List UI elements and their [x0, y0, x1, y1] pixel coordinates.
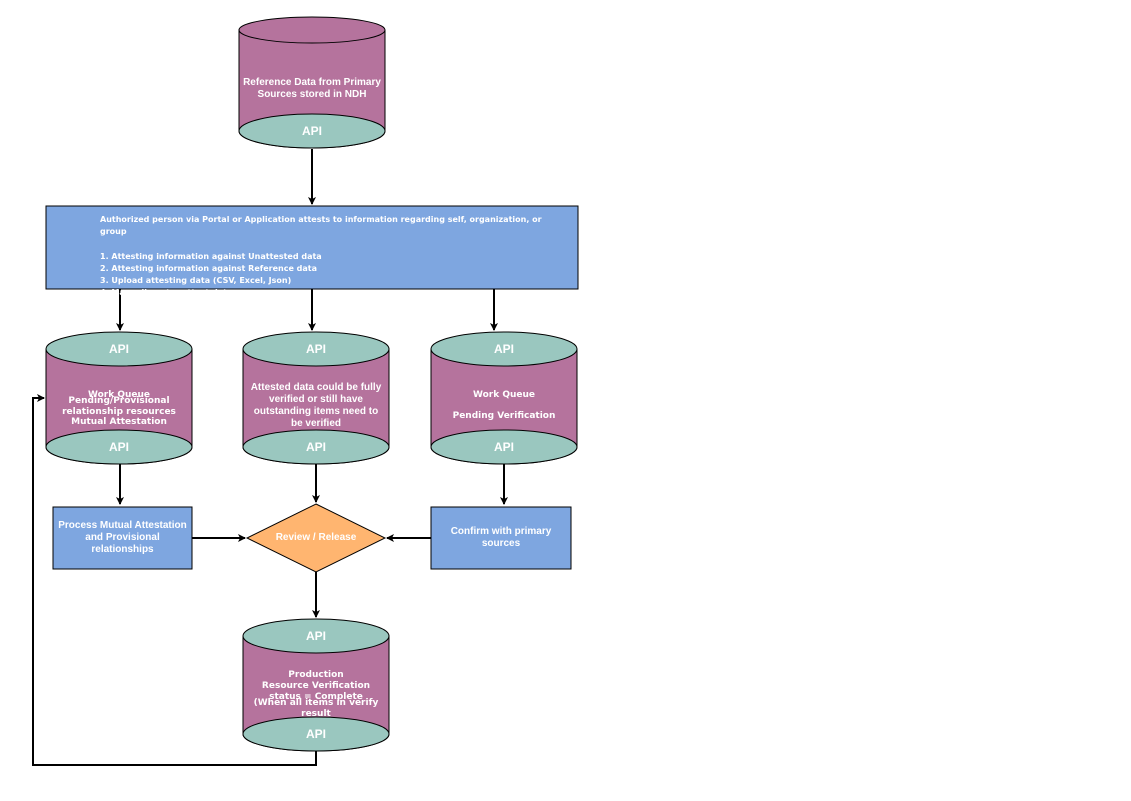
- authorized-box-title: Authorized person via Portal or Applicat…: [100, 215, 542, 237]
- reference-data-cylinder: [238, 16, 386, 149]
- confirm-primary-label: Confirm with primary sources: [450, 526, 552, 549]
- mutual-queue-title: Work Queue: [87, 389, 151, 400]
- mutual-queue-description: Pending/Provisional relationship resourc…: [62, 395, 176, 428]
- review-release-label: Review / Release: [275, 532, 357, 543]
- attested-api-bottom: API: [305, 439, 326, 454]
- reference-api-disk: [238, 113, 386, 149]
- production-title: Production: [288, 669, 344, 680]
- pending-queue-api-bottom: API: [493, 439, 514, 454]
- mutual-queue-api-top: API: [108, 341, 129, 356]
- process-mutual-label: Process Mutual Attestation and Provision…: [58, 520, 187, 555]
- production-api-bottom: API: [305, 726, 326, 741]
- arrow-production-feedback-loop: [32, 394, 317, 766]
- work-queue-mutual-cylinder: [45, 331, 193, 465]
- pending-queue-api-top: API: [493, 341, 514, 356]
- work-queue-pending-cylinder: [430, 331, 578, 465]
- mutual-queue-api-bottom: API: [108, 439, 129, 454]
- reference-data-label: Reference Data from Primary Sources stor…: [243, 77, 381, 100]
- attested-data-label: Attested data could be fully verified or…: [250, 382, 382, 429]
- production-status: Resource Verification status = Complete: [261, 681, 371, 702]
- authorized-item-2: 2. Attesting information against Referen…: [100, 263, 318, 273]
- reference-api-label: API: [301, 123, 322, 138]
- attested-data-cylinder: [242, 331, 390, 465]
- authorized-item-4: 4. Manually enter attest data: [100, 288, 233, 298]
- authorized-box-text: Authorized person via Portal or Applicat…: [100, 214, 570, 300]
- authorized-item-1: 1. Attesting information against Unattes…: [100, 251, 322, 261]
- production-note: (When all items in verify result: [253, 698, 379, 719]
- production-cylinder: [242, 618, 390, 752]
- attested-api-top: API: [305, 341, 326, 356]
- authorized-item-3: 3. Upload attesting data (CSV, Excel, Js…: [100, 276, 292, 286]
- production-api-top: API: [305, 628, 326, 643]
- pending-queue-description: Pending Verification: [452, 410, 556, 421]
- pending-queue-title: Work Queue: [472, 389, 536, 400]
